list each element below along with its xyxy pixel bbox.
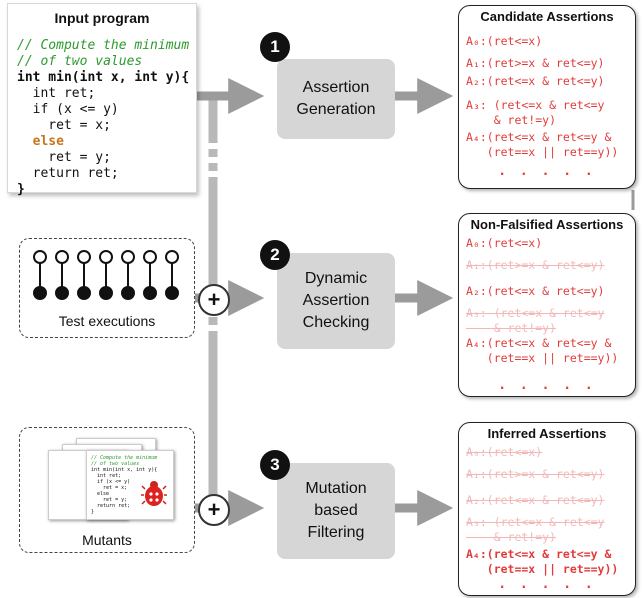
assertion-a4: A₄:(ret<=x & ret<=y & (ret==x || ret==y)… bbox=[466, 336, 619, 365]
assertion-ellipsis: . . . . . bbox=[498, 164, 596, 179]
output-candidate-assertions: Candidate Assertions A₀:(ret<=x) A₁:(ret>… bbox=[458, 5, 636, 189]
test-executions-box: Test executions bbox=[19, 238, 195, 338]
input-program-code: // Compute the minimum // of two values … bbox=[17, 38, 189, 198]
bug-icon bbox=[141, 481, 167, 506]
output-2-title: Non-Falsified Assertions bbox=[470, 217, 624, 232]
test-node-filled bbox=[99, 286, 113, 300]
mutant-card-front: // Compute the minimum // of two values … bbox=[86, 450, 174, 520]
output-1-title: Candidate Assertions bbox=[480, 9, 614, 24]
test-node-open bbox=[77, 250, 91, 264]
input-program-title: Input program bbox=[54, 10, 150, 26]
code-line-3: int min(int x, int y){ bbox=[17, 70, 190, 85]
test-node-filled bbox=[143, 286, 157, 300]
plus-combine-2: + bbox=[198, 494, 230, 526]
test-node-open bbox=[55, 250, 69, 264]
assertion-a0: A₀:(ret<=x) bbox=[466, 236, 543, 250]
assertion-a3: A₃: (ret<=x & ret<=y & ret!=y) bbox=[466, 98, 605, 127]
test-node-open bbox=[165, 250, 179, 264]
test-executions-icon bbox=[33, 250, 179, 300]
code-line-6: ret = x; bbox=[17, 118, 111, 133]
assertion-a3: A₃: (ret<=x & ret<=y & ret!=y) bbox=[466, 515, 605, 544]
step-2-badge: 2 bbox=[260, 240, 290, 270]
output-non-falsified-assertions: Non-Falsified Assertions A₀:(ret<=x) A₁:(… bbox=[458, 213, 636, 397]
assertion-a4: A₄:(ret<=x & ret<=y & (ret==x || ret==y)… bbox=[466, 130, 619, 159]
assertion-ellipsis: . . . . . bbox=[498, 378, 596, 393]
assertion-a0: A₀:(ret<=x) bbox=[466, 34, 543, 48]
output-inferred-assertions: Inferred Assertions A₀:(ret<=x) A₁:(ret>=… bbox=[458, 422, 636, 596]
assertion-a3: A₃: (ret<=x & ret<=y & ret!=y) bbox=[466, 306, 605, 335]
test-node-filled bbox=[121, 286, 135, 300]
code-line-1: // Compute the minimum bbox=[17, 38, 190, 53]
code-line-10: } bbox=[17, 182, 25, 197]
test-node-open bbox=[99, 250, 113, 264]
test-executions-label: Test executions bbox=[58, 313, 156, 329]
assertion-a1: A₁:(ret>=x & ret<=y) bbox=[466, 258, 605, 272]
mutants-label: Mutants bbox=[82, 532, 132, 548]
assertion-a4: A₄:(ret<=x & ret<=y & (ret==x || ret==y)… bbox=[466, 547, 619, 576]
assertion-a2: A₂:(ret<=x & ret<=y) bbox=[466, 284, 605, 298]
output-3-title: Inferred Assertions bbox=[487, 426, 607, 441]
mutant-code: // Compute the minimum // of two values … bbox=[91, 455, 158, 515]
plus-combine-1: + bbox=[198, 284, 230, 316]
code-line-9: return ret; bbox=[17, 166, 119, 181]
assertion-a1: A₁:(ret>=x & ret<=y) bbox=[466, 56, 605, 70]
test-node-open bbox=[143, 250, 157, 264]
test-node-filled bbox=[77, 286, 91, 300]
assertion-a1: A₁:(ret>=x & ret<=y) bbox=[466, 467, 605, 481]
test-node-filled bbox=[55, 286, 69, 300]
assertion-a2: A₂:(ret<=x & ret<=y) bbox=[466, 493, 605, 507]
step-3-badge: 3 bbox=[260, 450, 290, 480]
test-node-open bbox=[121, 250, 135, 264]
step-1-badge: 1 bbox=[260, 32, 290, 62]
code-line-7: else bbox=[17, 134, 64, 149]
code-line-8: ret = y; bbox=[17, 150, 111, 165]
code-line-5: if (x <= y) bbox=[17, 102, 119, 117]
test-node-filled bbox=[33, 286, 47, 300]
assertion-a2: A₂:(ret<=x & ret<=y) bbox=[466, 74, 605, 88]
code-line-4: int ret; bbox=[17, 86, 96, 101]
code-line-2: // of two values bbox=[17, 54, 143, 69]
assertion-ellipsis: . . . . . bbox=[498, 577, 596, 592]
mutants-box: // Compute the minimum // of two values … bbox=[19, 427, 195, 553]
test-node-filled bbox=[165, 286, 179, 300]
test-node-open bbox=[33, 250, 47, 264]
assertion-a0: A₀:(ret<=x) bbox=[466, 445, 543, 459]
input-program-card: Input program // Compute the minimum // … bbox=[7, 3, 197, 197]
